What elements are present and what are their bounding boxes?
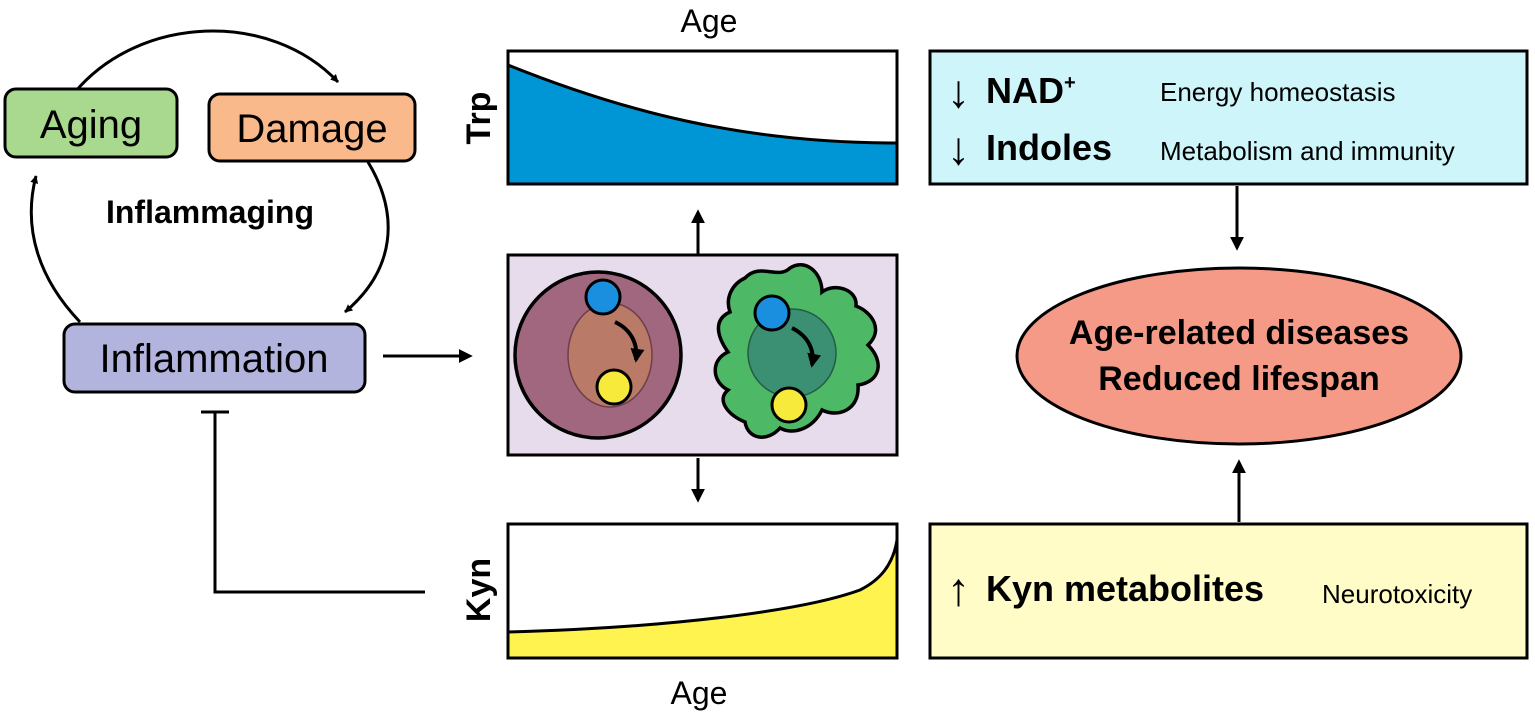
trp-axis-label: Trp xyxy=(460,92,498,145)
kyn-inhibits-inflammation-line xyxy=(213,412,425,594)
kyn-plot-border xyxy=(506,522,899,660)
round-cell-conversion-arrow xyxy=(614,320,645,363)
amoeboid-cell-product-dot xyxy=(770,386,808,424)
inflammaging-cycle: Aging Damage Inflammaging Inflammation xyxy=(3,29,417,394)
nad-down-arrow: ↓ xyxy=(947,65,970,117)
round-cell xyxy=(513,270,683,440)
kyn-age-label: Age xyxy=(671,675,728,711)
inflammation-box xyxy=(62,322,367,394)
amoeboid-cell-conversion-arrow xyxy=(791,326,822,368)
outcome-ellipse xyxy=(1015,266,1463,446)
trp-decline-curve xyxy=(506,62,899,186)
kyn-metabolites-up-arrow: ↑ xyxy=(947,563,970,615)
kyn-rise-curve xyxy=(506,539,899,660)
inflammation-label: Inflammation xyxy=(100,337,329,381)
damage-box xyxy=(207,92,417,163)
inflammation-node: Inflammation xyxy=(62,322,367,394)
increase-box: ↑ Kyn metabolites Neurotoxicity xyxy=(928,522,1529,660)
kyn-axis-label: Kyn xyxy=(460,558,498,622)
indoles-label: Indoles xyxy=(986,127,1112,168)
outcome-line-1: Age-related diseases xyxy=(1069,314,1409,352)
nad-label: NAD+ xyxy=(986,70,1076,111)
outcome-node: Age-related diseases Reduced lifespan xyxy=(1015,266,1463,446)
trp-panel: Age Trp xyxy=(460,3,899,186)
kyn-metabolites-label: Kyn metabolites xyxy=(986,568,1264,609)
amoeboid-cell xyxy=(713,262,880,439)
aging-label: Aging xyxy=(40,103,142,147)
inflammaging-label: Inflammaging xyxy=(106,194,314,230)
trp-plot-border xyxy=(506,49,899,186)
indoles-description: Metabolism and immunity xyxy=(1160,136,1455,166)
aging-node: Aging xyxy=(3,87,179,159)
nad-description: Energy homeostasis xyxy=(1160,77,1396,107)
indoles-down-arrow: ↓ xyxy=(947,122,970,174)
outcome-line-2: Reduced lifespan xyxy=(1098,360,1380,398)
increase-box-background xyxy=(928,522,1529,660)
damage-label: Damage xyxy=(236,107,387,151)
aging-to-damage-arrow xyxy=(73,29,340,93)
cells-panel xyxy=(506,253,899,457)
kyn-metabolites-description: Neurotoxicity xyxy=(1322,579,1472,609)
round-cell-substrate-dot xyxy=(584,278,622,316)
trp-age-label: Age xyxy=(681,3,738,39)
decline-box: ↓ NAD+ Energy homeostasis ↓ Indoles Meta… xyxy=(928,49,1529,186)
amoeboid-cell-substrate-dot xyxy=(753,294,791,332)
damage-node: Damage xyxy=(207,92,417,163)
round-cell-product-dot xyxy=(595,368,633,406)
aging-box xyxy=(3,87,179,159)
damage-to-inflammation-arrow xyxy=(344,161,390,314)
decline-box-background xyxy=(928,49,1529,186)
inflammation-to-aging-arrow xyxy=(29,175,82,324)
kyn-panel: Kyn Age xyxy=(460,522,899,711)
